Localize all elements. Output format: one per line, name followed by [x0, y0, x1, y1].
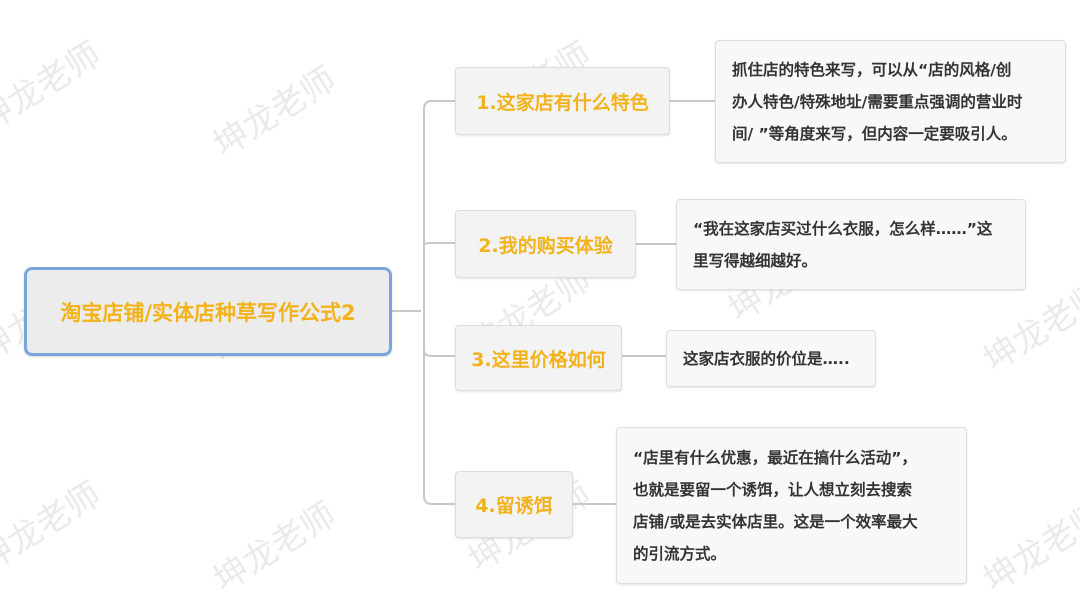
detail-line: 办人特色/特殊地址/需要重点强调的营业时	[732, 92, 1023, 111]
detail-line: 抓住店的特色来写，可以从“店的风格/创	[732, 60, 1012, 79]
detail-line: 间/ ”等角度来写，但内容一定要吸引人。	[732, 124, 1017, 143]
detail-note-3[interactable]: 这家店衣服的价位是…..	[666, 330, 876, 387]
detail-note-2[interactable]: “我在这家店买过什么衣服，怎么样……”这 里写得越细越好。	[676, 199, 1026, 290]
detail-line: “店里有什么优惠，最近在搞什么活动”，	[633, 448, 917, 467]
root-topic-label: 淘宝店铺/实体店种草写作公式2	[60, 300, 356, 325]
detail-line: “我在这家店买过什么衣服，怎么样……”这	[693, 219, 993, 238]
branch-topic-3[interactable]: 3.这里价格如何	[455, 325, 622, 391]
detail-line: 店铺/或是去实体店里。这是一个效率最大	[633, 512, 918, 531]
detail-line: 的引流方式。	[633, 544, 727, 563]
watermark: 坤龙老师	[206, 59, 344, 166]
watermark: 坤龙老师	[0, 474, 109, 581]
branch-topic-label: 1.这家店有什么特色	[476, 91, 649, 114]
watermark: 坤龙老师	[0, 34, 109, 141]
branch-topic-1[interactable]: 1.这家店有什么特色	[455, 67, 670, 135]
branch-topic-label: 2.我的购买体验	[478, 234, 613, 257]
branch-topic-4[interactable]: 4.留诱饵	[455, 471, 573, 538]
branch-topic-label: 3.这里价格如何	[471, 348, 606, 371]
detail-line: 这家店衣服的价位是…..	[683, 349, 850, 368]
detail-note-1[interactable]: 抓住店的特色来写，可以从“店的风格/创 办人特色/特殊地址/需要重点强调的营业时…	[715, 40, 1066, 163]
watermark: 坤龙老师	[976, 494, 1080, 601]
watermark: 坤龙老师	[206, 494, 344, 601]
root-topic[interactable]: 淘宝店铺/实体店种草写作公式2	[24, 267, 392, 356]
detail-note-4[interactable]: “店里有什么优惠，最近在搞什么活动”， 也就是要留一个诱饵，让人想立刻去搜索 店…	[616, 427, 967, 584]
branch-topic-label: 4.留诱饵	[475, 495, 553, 517]
branch-topic-2[interactable]: 2.我的购买体验	[455, 210, 636, 278]
detail-line: 也就是要留一个诱饵，让人想立刻去搜索	[633, 480, 913, 499]
detail-line: 里写得越细越好。	[693, 251, 818, 270]
